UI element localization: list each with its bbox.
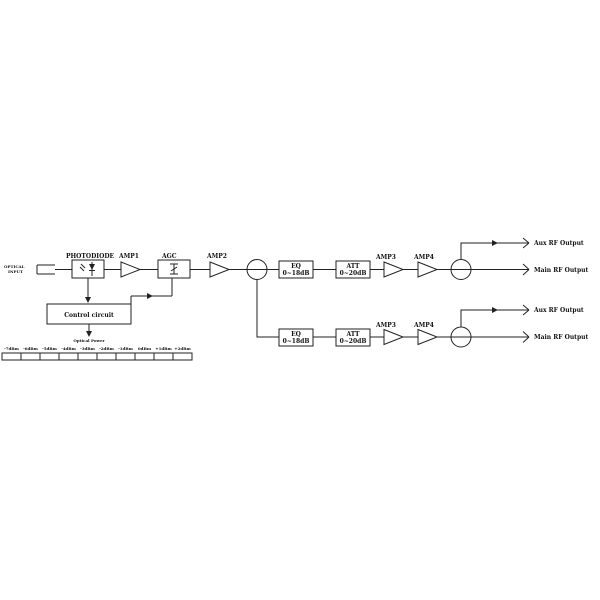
amp3-label-lower: AMP3 <box>375 322 396 329</box>
power-scale-label: -1dBm <box>118 346 134 351</box>
power-scale-label: 0dBm <box>138 346 152 351</box>
control-circuit-block: Control circuit <box>46 303 132 325</box>
amp1-block: AMP1 <box>118 253 142 278</box>
power-scale-label: -4dBm <box>61 346 77 351</box>
amp3-label-upper: AMP3 <box>375 254 396 261</box>
amp2-label: AMP2 <box>206 253 227 260</box>
amp3-triangle-icon-lower <box>383 328 405 346</box>
aux-output-antenna-icon-lower <box>522 304 530 316</box>
optical-power-scale: Optical Power -7dBm-6dBm-5dBm-4dBm-3dBm-… <box>1 338 193 361</box>
control-circuit-label: Control circuit <box>64 312 114 319</box>
photodiode-block: PHOTODIODE <box>66 253 115 279</box>
att-range-lower: 0~20dB <box>340 338 367 345</box>
upper-chain: EQ 0~18dB ATT 0~20dB AMP3 AMP4 Main RF O… <box>278 237 589 280</box>
amp4-triangle-icon-upper <box>417 261 439 278</box>
optical-input-label-1: OPTICAL <box>4 264 25 269</box>
wire-aux-upper <box>460 242 490 260</box>
main-output-antenna-icon-upper <box>522 263 530 276</box>
amp1-triangle-icon <box>120 261 142 278</box>
eq-range-upper: 0~18dB <box>283 270 310 277</box>
aux-output-label-lower: Aux RF Output <box>533 307 584 314</box>
aux-output-label-upper: Aux RF Output <box>533 240 584 247</box>
amp1-label: AMP1 <box>118 253 139 260</box>
eq-label-lower: EQ <box>291 331 301 338</box>
eq-label-upper: EQ <box>291 263 301 270</box>
optical-input: OPTICAL INPUT <box>4 264 72 275</box>
agc-attenuator-icon <box>170 263 178 275</box>
power-scale-label: -5dBm <box>42 346 58 351</box>
aux-output-antenna-icon-upper <box>522 237 530 249</box>
optical-input-connector <box>36 264 55 275</box>
main-output-label-lower: Main RF Output <box>534 334 589 341</box>
eq-range-lower: 0~18dB <box>283 338 310 345</box>
amp2-block: AMP2 <box>206 253 231 278</box>
optical-input-label-2: INPUT <box>8 269 23 274</box>
power-scale-label: -3dBm <box>80 346 96 351</box>
main-output-antenna-icon-lower <box>522 331 530 343</box>
att-label-upper: ATT <box>345 263 360 270</box>
amp4-label-upper: AMP4 <box>413 254 434 261</box>
amp4-label-lower: AMP4 <box>413 322 434 329</box>
lower-chain: EQ 0~18dB ATT 0~20dB AMP3 AMP4 Main RF O… <box>278 304 589 348</box>
agc-label: AGC <box>161 253 177 260</box>
att-range-upper: 0~20dB <box>340 270 367 277</box>
photodiode-label: PHOTODIODE <box>66 253 115 260</box>
main-output-label-upper: Main RF Output <box>534 267 589 274</box>
photodiode-icon <box>79 262 95 276</box>
photodiode-box <box>71 259 105 279</box>
power-scale-label: -7dBm <box>4 346 20 351</box>
att-label-lower: ATT <box>345 331 360 338</box>
power-scale-label: -6dBm <box>23 346 39 351</box>
splitter <box>246 259 268 280</box>
power-scale-label: +2dBm <box>174 346 191 351</box>
wire-splitter-lower <box>256 279 279 338</box>
amp4-triangle-icon-lower <box>417 328 439 346</box>
wire-aux-lower <box>460 309 490 327</box>
power-scale-label: -2dBm <box>99 346 115 351</box>
amp3-triangle-icon-upper <box>383 261 405 278</box>
agc-block: AGC <box>157 253 191 279</box>
optical-power-label: Optical Power <box>73 338 105 343</box>
power-scale-label: +1dBm <box>155 346 172 351</box>
amp2-triangle-icon <box>209 261 231 278</box>
